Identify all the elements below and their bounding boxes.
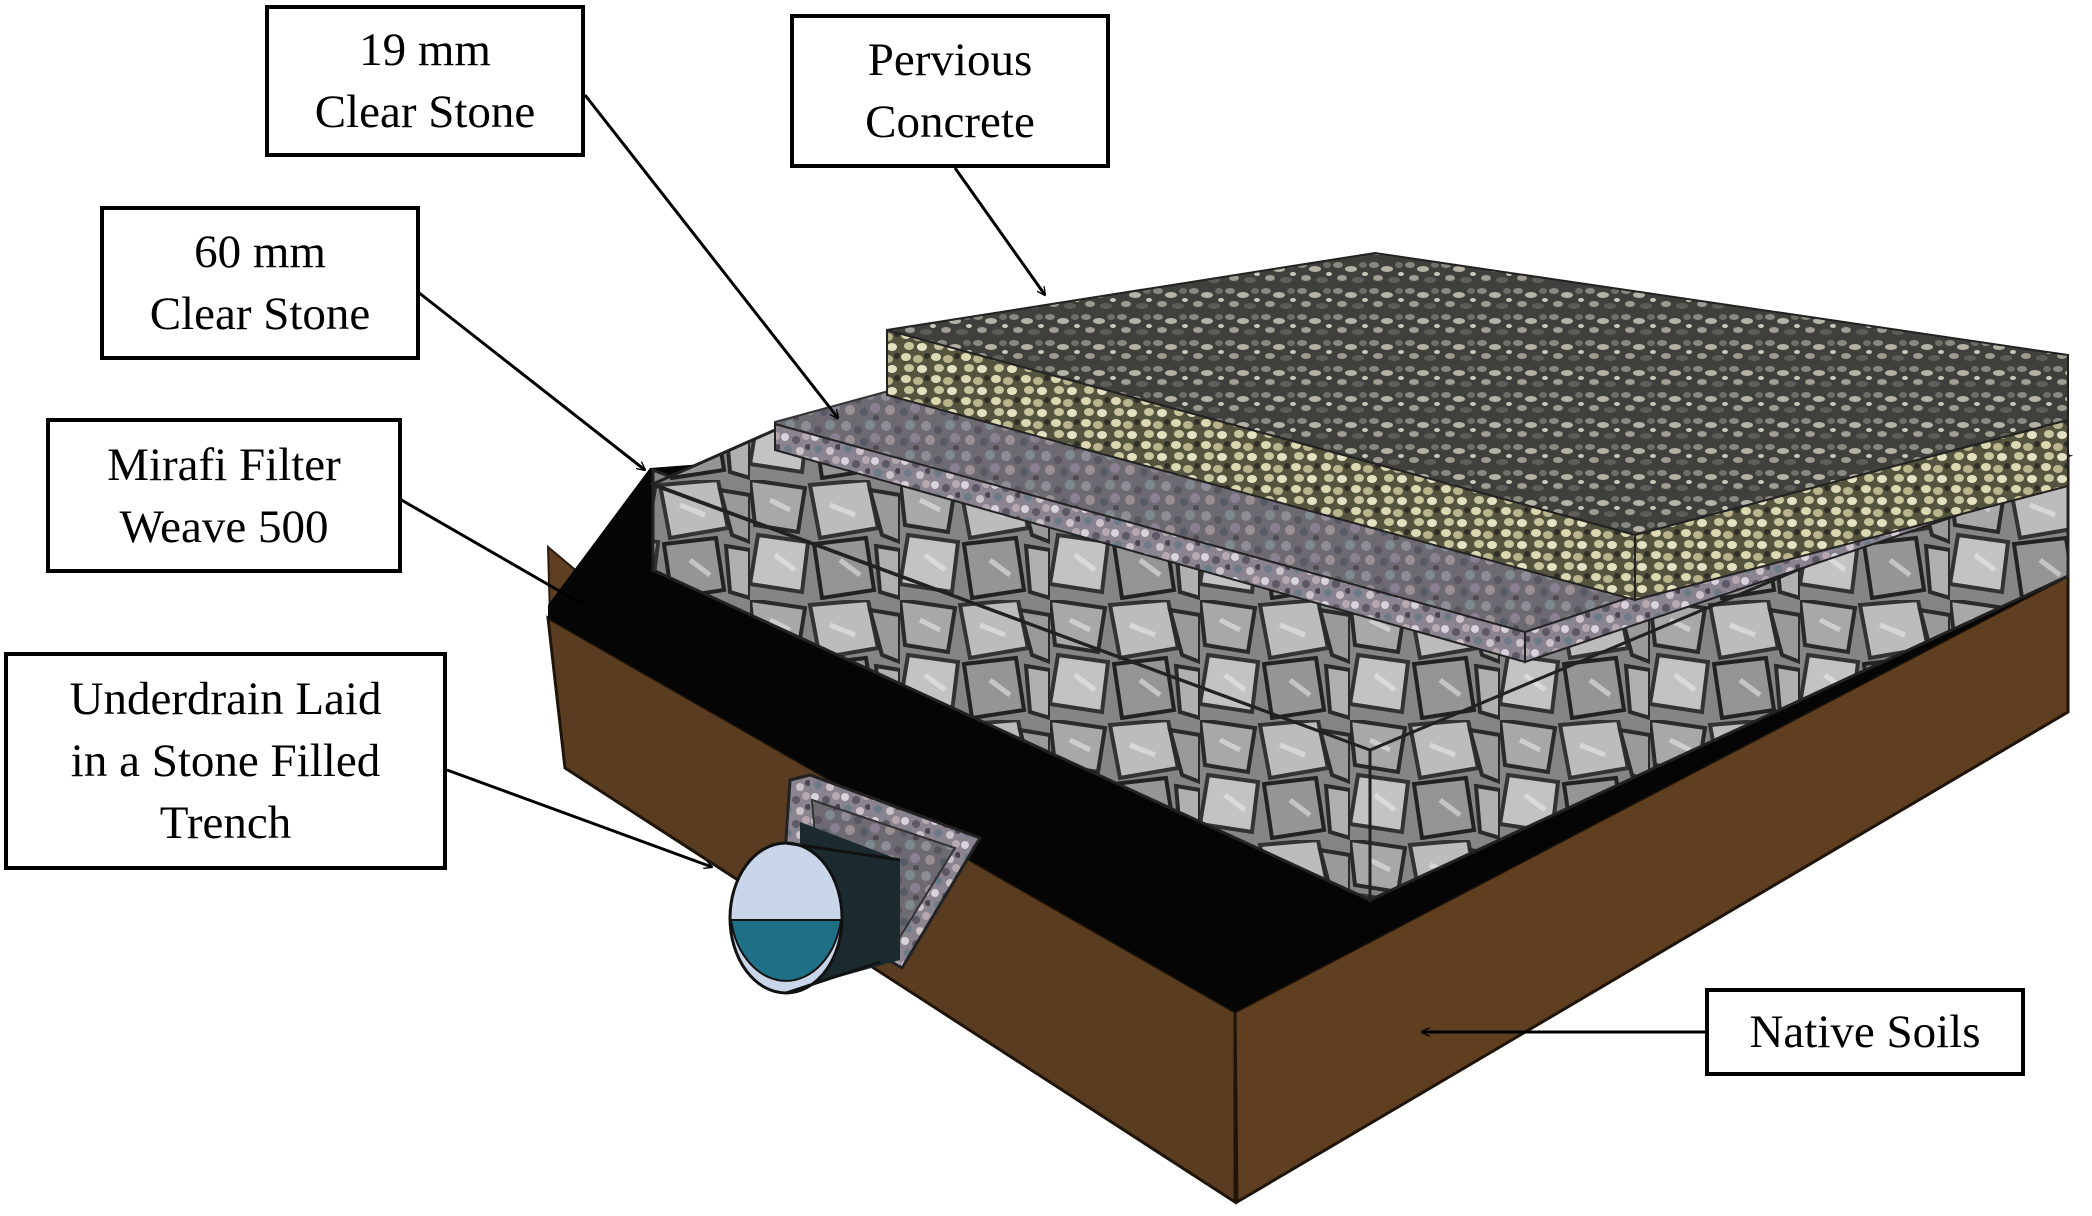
label-underdrain-line3: Trench — [159, 797, 292, 849]
label-60mm-line2: Clear Stone — [149, 288, 371, 340]
label-19mm-clear-stone: 19 mm Clear Stone — [265, 5, 585, 157]
label-19mm-line1: 19 mm — [359, 24, 491, 76]
underdrain-pipe — [728, 822, 901, 995]
label-native-soils: Native Soils — [1705, 988, 2025, 1076]
label-mirafi-line2: Weave 500 — [119, 500, 329, 553]
label-underdrain: Underdrain Laid in a Stone Filled Trench — [4, 652, 447, 870]
pervious-concrete-right-edge — [1634, 418, 2069, 602]
label-19mm-line2: Clear Stone — [314, 86, 536, 138]
label-mirafi-line1: Mirafi Filter — [107, 438, 341, 491]
label-mirafi-filter: Mirafi Filter Weave 500 — [46, 418, 402, 573]
label-60mm-line1: 60 mm — [194, 226, 326, 278]
label-60mm-clear-stone: 60 mm Clear Stone — [100, 206, 420, 360]
arrow-pervious-concrete — [953, 167, 1045, 295]
label-pervious-line1: Pervious — [867, 34, 1033, 86]
label-pervious-concrete: Pervious Concrete — [790, 14, 1110, 168]
label-underdrain-line2: in a Stone Filled — [70, 735, 381, 787]
arrow-underdrain — [446, 768, 712, 867]
arrow-19mm-stone — [583, 94, 838, 418]
label-native-soils-line1: Native Soils — [1749, 1006, 1981, 1058]
label-pervious-line2: Concrete — [865, 96, 1035, 148]
label-underdrain-line1: Underdrain Laid — [69, 673, 382, 725]
arrow-60mm-stone — [417, 290, 645, 470]
arrow-mirafi-filter — [397, 496, 582, 606]
